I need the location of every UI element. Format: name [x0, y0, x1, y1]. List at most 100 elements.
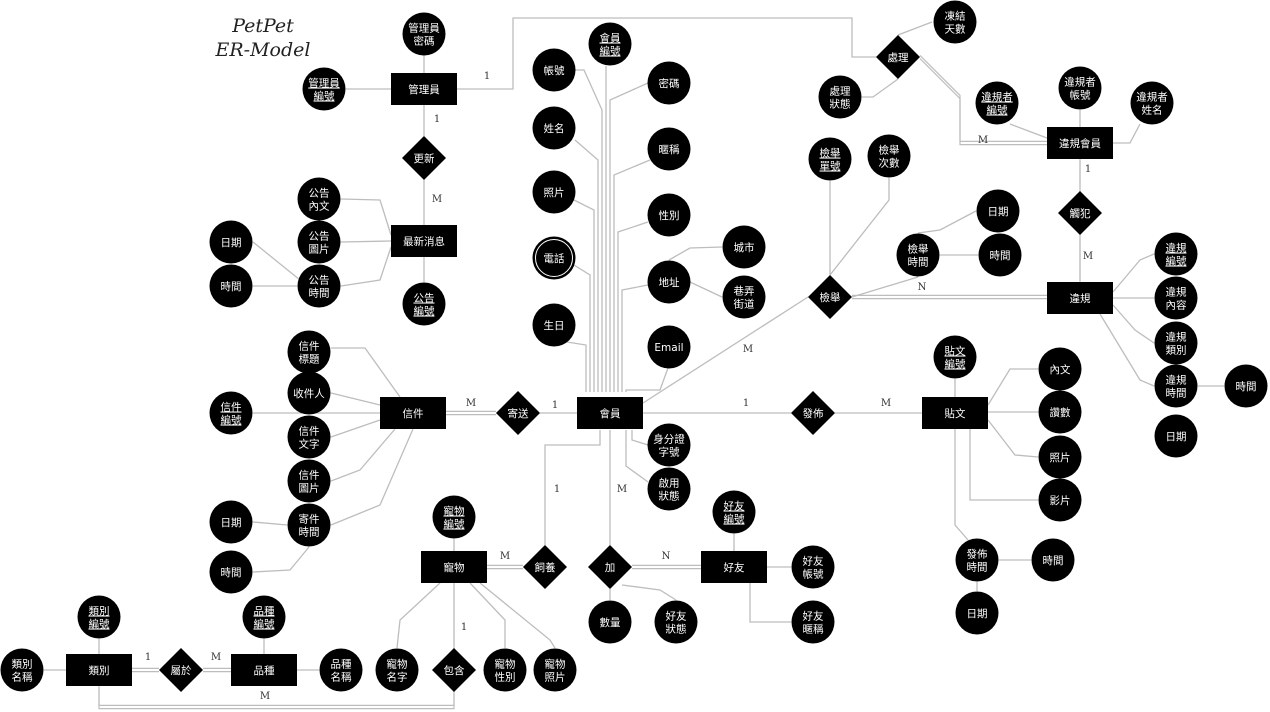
node-label: 日期	[1166, 431, 1187, 443]
attribute-oval	[0, 648, 44, 692]
attribute-a_news_clock2[interactable]: 時間	[209, 264, 253, 308]
attribute-a_phone[interactable]: 電話	[532, 236, 576, 280]
node-label: 編號	[600, 45, 621, 58]
entity-breed[interactable]: 品種	[231, 654, 297, 686]
relationship-r_report[interactable]: 檢舉	[808, 275, 852, 319]
attribute-oval	[287, 371, 331, 415]
attribute-a_send_date[interactable]: 日期	[209, 500, 253, 544]
node-label: 好友	[666, 610, 687, 623]
entity-news[interactable]: 最新消息	[391, 225, 457, 257]
relationship-r_send[interactable]: 寄送	[496, 391, 540, 435]
entity-member[interactable]: 會員	[577, 397, 643, 429]
edge-pet-a_pet_photo	[479, 582, 556, 649]
entity-category[interactable]: 類別	[66, 654, 132, 686]
relationship-r_publish[interactable]: 發佈	[791, 391, 835, 435]
attribute-a_city[interactable]: 城市	[722, 225, 766, 269]
attribute-a_address[interactable]: 地址	[647, 260, 691, 304]
attribute-a_gender[interactable]: 性別	[647, 193, 691, 237]
attribute-a_name[interactable]: 姓名	[532, 106, 576, 150]
attribute-a_account[interactable]: 帳號	[532, 48, 576, 92]
attribute-a_likes[interactable]: 讚數	[1038, 390, 1082, 434]
entity-viomem[interactable]: 違規會員	[1047, 127, 1113, 159]
entity-admin[interactable]: 管理員	[391, 73, 457, 105]
node-label: 帳號	[803, 568, 824, 581]
attribute-a_qty[interactable]: 數量	[588, 600, 632, 644]
node-label: 日期	[221, 517, 242, 529]
attribute-a_send_clock[interactable]: 時間	[209, 550, 253, 594]
attribute-a_rep_date[interactable]: 日期	[976, 189, 1020, 233]
relationship-r_belong[interactable]: 屬於	[159, 648, 203, 692]
edge-viomem-a_vio_name	[1113, 123, 1141, 144]
attribute-a_post_photo[interactable]: 照片	[1038, 435, 1082, 479]
attribute-a_recipient[interactable]: 收件人	[287, 371, 331, 415]
relationship-r_update[interactable]: 更新	[402, 136, 446, 180]
attribute-a_rep_clock[interactable]: 時間	[978, 233, 1022, 277]
relationship-r_add[interactable]: 加	[588, 545, 632, 589]
attribute-a_post_video[interactable]: 影片	[1038, 478, 1082, 522]
node-label: 違規者	[1136, 91, 1168, 104]
attribute-a_news_date2[interactable]: 日期	[209, 220, 253, 264]
node-label: 公告	[309, 230, 330, 243]
attribute-a_pub_date[interactable]: 日期	[955, 591, 999, 635]
entity-pet[interactable]: 寵物	[421, 551, 487, 583]
attribute-a_vio_clock[interactable]: 時間	[1224, 364, 1268, 408]
attribute-a_password[interactable]: 密碼	[647, 61, 691, 105]
relationship-r_handle[interactable]: 處理	[876, 35, 920, 79]
attribute-a_post_text[interactable]: 內文	[1038, 347, 1082, 391]
attribute-a_birthday[interactable]: 生日	[532, 303, 576, 347]
attribute-a_vio_date[interactable]: 日期	[1154, 414, 1198, 458]
attribute-a_photo[interactable]: 照片	[532, 170, 576, 214]
relationship-r_raise[interactable]: 飼養	[523, 545, 567, 589]
attribute-a_nick[interactable]: 暱稱	[647, 127, 691, 171]
relationship-r_offend[interactable]: 觸犯	[1058, 191, 1102, 235]
attribute-a_email[interactable]: Email	[647, 325, 691, 369]
attribute-a_pub_clock[interactable]: 時間	[1031, 538, 1075, 582]
entity-friend[interactable]: 好友	[701, 551, 767, 583]
entity-mail[interactable]: 信件	[380, 397, 446, 429]
relationship-r_contain[interactable]: 包含	[432, 648, 476, 692]
entity-post[interactable]: 貼文	[922, 397, 988, 429]
entity-violation[interactable]: 違規	[1047, 282, 1113, 314]
